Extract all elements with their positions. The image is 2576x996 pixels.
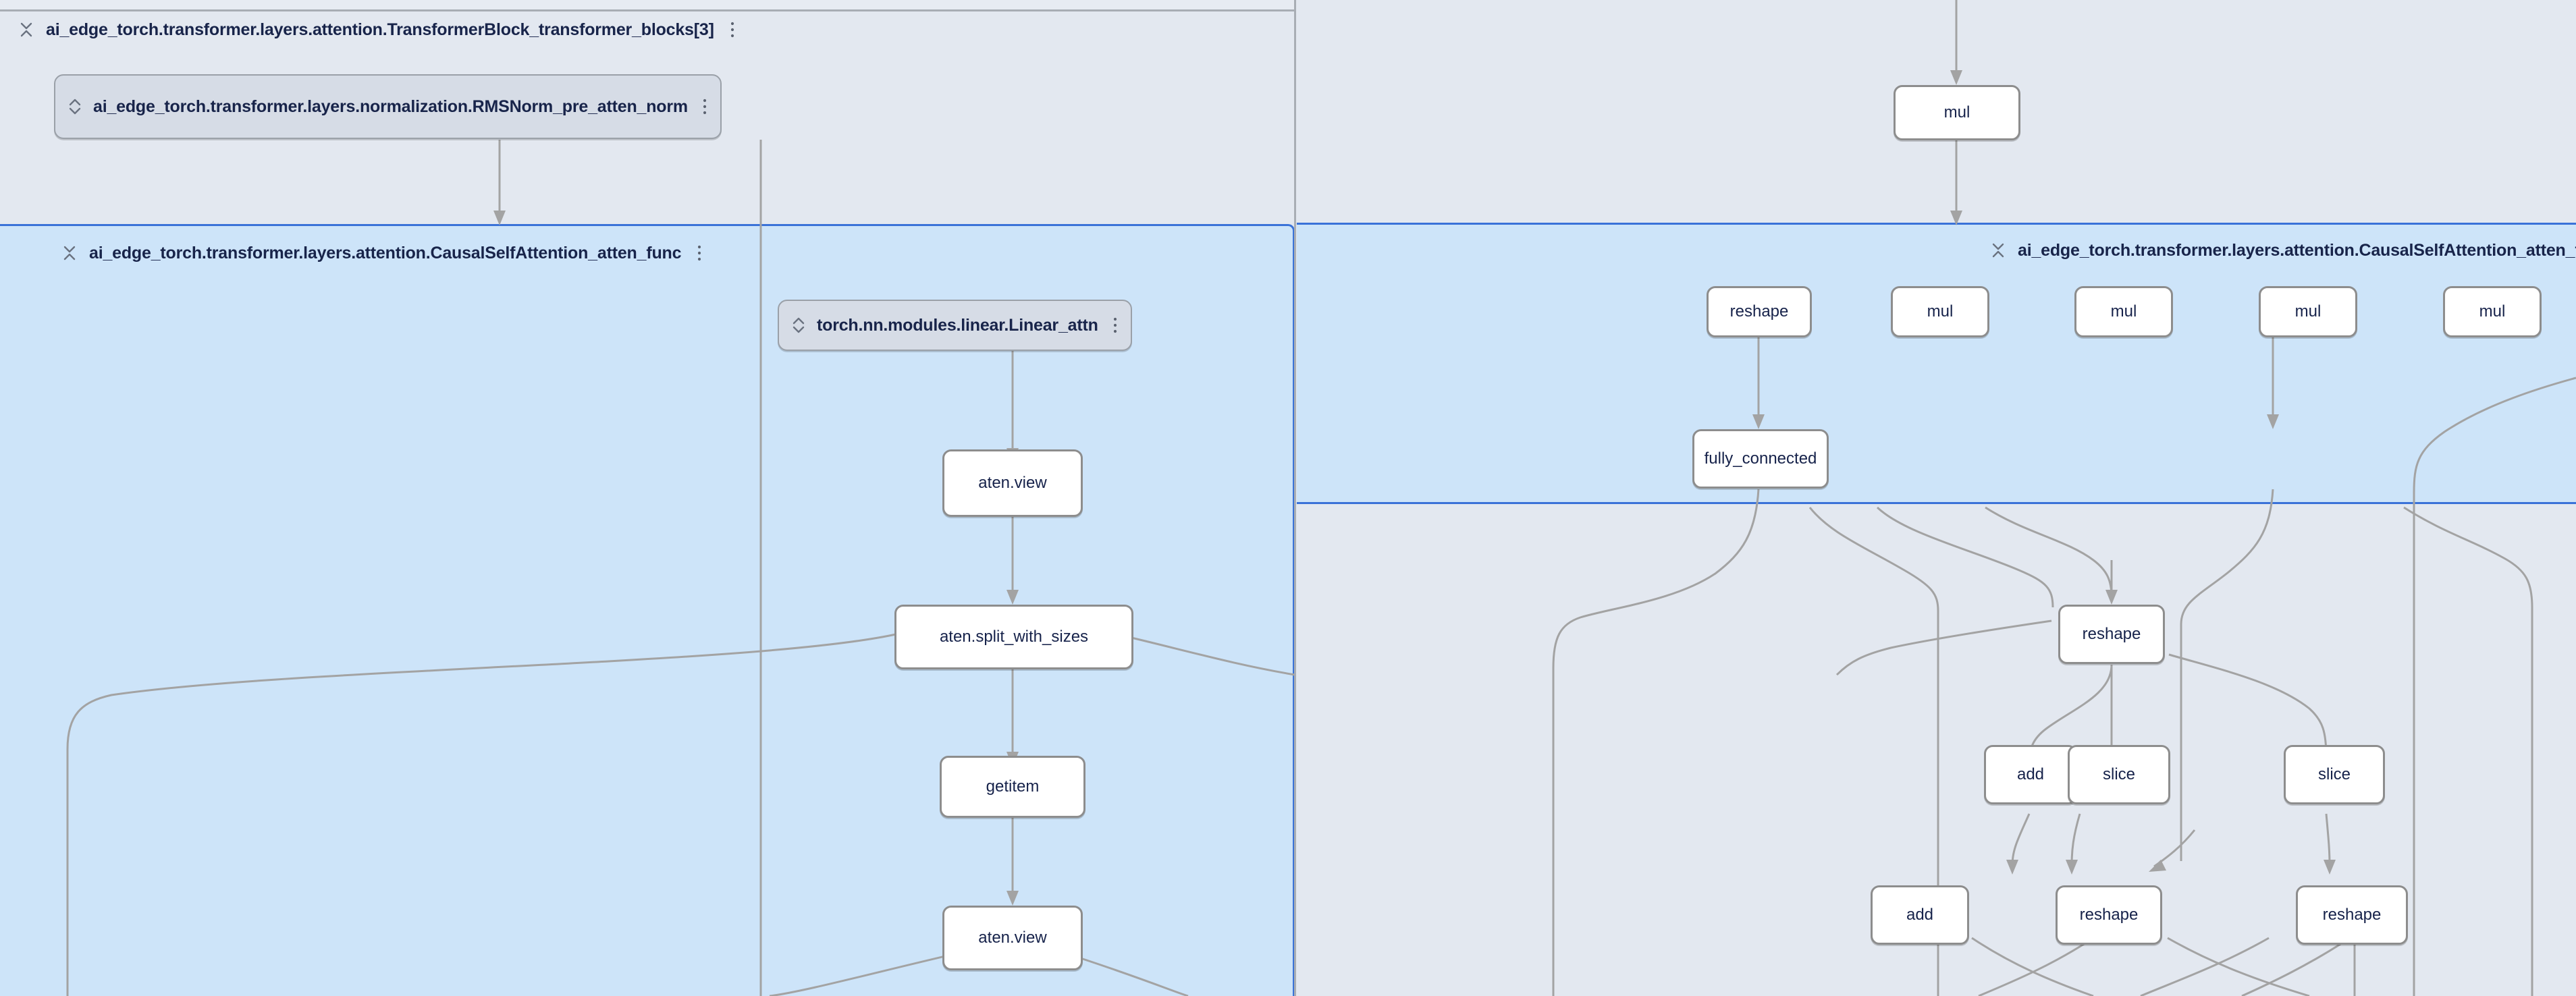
node-label: mul: [2110, 302, 2137, 321]
node-label: mul: [1943, 103, 1970, 121]
node-label: reshape: [2079, 906, 2139, 924]
node-label: add: [2016, 765, 2045, 783]
expand-icon[interactable]: [68, 96, 82, 117]
more-vert-icon[interactable]: [729, 20, 736, 39]
node-label: aten.view: [978, 474, 1047, 492]
group-title: ai_edge_torch.transformer.layers.attenti…: [2018, 240, 2576, 260]
node-aten-view-2[interactable]: aten.view: [942, 906, 1083, 970]
module-pill-rmsnorm-pre-atten-norm[interactable]: ai_edge_torch.transformer.layers.normali…: [54, 74, 722, 139]
node-mul-2[interactable]: mul: [2074, 286, 2173, 337]
module-pill-label: ai_edge_torch.transformer.layers.normali…: [93, 96, 688, 116]
more-vert-icon[interactable]: [701, 97, 708, 116]
group-title: ai_edge_torch.transformer.layers.attenti…: [89, 243, 682, 262]
node-label: slice: [2317, 765, 2351, 783]
module-pill-linear-attn[interactable]: torch.nn.modules.linear.Linear_attn: [778, 300, 1132, 351]
node-mul-1[interactable]: mul: [1891, 286, 1989, 337]
right-graph-pane[interactable]: mul ai_edge_torch.transformer.layers.att…: [1297, 0, 2576, 996]
collapse-icon[interactable]: [19, 20, 34, 40]
node-label: reshape: [2082, 625, 2141, 643]
module-pill-label: torch.nn.modules.linear.Linear_attn: [817, 315, 1098, 335]
collapse-icon[interactable]: [62, 243, 77, 263]
node-reshape-5[interactable]: reshape: [2296, 885, 2408, 945]
pane-top-border: [0, 9, 1295, 11]
node-aten-split-with-sizes[interactable]: aten.split_with_sizes: [894, 605, 1133, 669]
node-fully-connected-1[interactable]: fully_connected: [1692, 429, 1829, 489]
node-label: aten.view: [978, 929, 1047, 947]
node-label: add: [1906, 906, 1934, 924]
node-reshape-1[interactable]: reshape: [1707, 286, 1812, 337]
node-slice-1[interactable]: slice: [2068, 745, 2170, 804]
node-label: mul: [1927, 302, 1954, 321]
collapse-icon[interactable]: [1991, 240, 2006, 260]
group-header-transformer-block[interactable]: ai_edge_torch.transformer.layers.attenti…: [19, 20, 736, 40]
node-slice-2[interactable]: slice: [2284, 745, 2385, 804]
node-aten-view[interactable]: aten.view: [942, 449, 1083, 517]
node-label: reshape: [1729, 302, 1789, 321]
node-mul-4[interactable]: mul: [2443, 286, 2542, 337]
node-label: aten.split_with_sizes: [939, 628, 1089, 646]
group-header-causal-self-attention-right[interactable]: ai_edge_torch.transformer.layers.attenti…: [1991, 240, 2576, 260]
pane-divider[interactable]: [1294, 0, 1296, 996]
left-graph-pane[interactable]: ai_edge_torch.transformer.layers.attenti…: [0, 0, 1295, 996]
node-getitem[interactable]: getitem: [940, 756, 1085, 818]
pane-top-strip: [0, 0, 1295, 9]
more-vert-icon[interactable]: [1112, 316, 1119, 335]
node-label: slice: [2102, 765, 2135, 783]
node-reshape-3[interactable]: reshape: [2058, 605, 2165, 664]
node-label: mul: [2295, 302, 2322, 321]
node-add-1[interactable]: add: [1984, 745, 2077, 804]
node-mul-top[interactable]: mul: [1894, 85, 2020, 140]
node-label: mul: [2479, 302, 2506, 321]
group-causal-self-attention-right[interactable]: [1297, 223, 2576, 504]
expand-icon[interactable]: [791, 314, 806, 336]
node-label: reshape: [2322, 906, 2382, 924]
group-title: ai_edge_torch.transformer.layers.attenti…: [46, 20, 714, 39]
group-header-causal-self-attention[interactable]: ai_edge_torch.transformer.layers.attenti…: [62, 243, 703, 263]
more-vert-icon[interactable]: [696, 244, 703, 262]
node-reshape-4[interactable]: reshape: [2056, 885, 2162, 945]
node-mul-3[interactable]: mul: [2259, 286, 2357, 337]
node-label: fully_connected: [1704, 449, 1817, 468]
node-label: getitem: [986, 777, 1040, 796]
node-add-2[interactable]: add: [1871, 885, 1969, 945]
